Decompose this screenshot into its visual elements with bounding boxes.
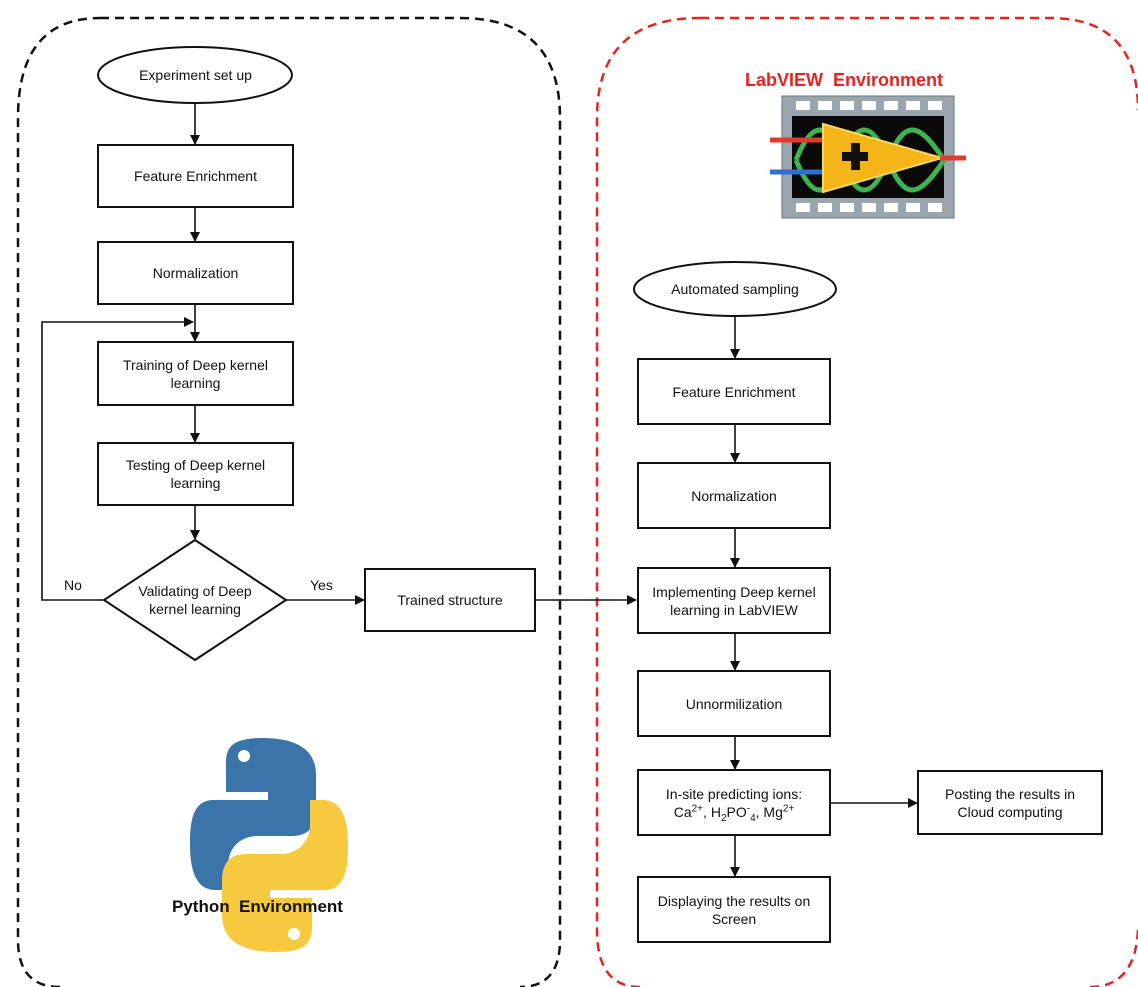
testing-node bbox=[97, 442, 294, 506]
predicting-ions-list: Ca2+, H2PO-4, Mg2+ bbox=[673, 802, 795, 824]
python-env-border bbox=[16, 16, 562, 987]
displaying-results-label: Displaying the results on Screen bbox=[657, 892, 811, 927]
experiment-setup-label: Experiment set up bbox=[139, 67, 252, 83]
feature-enrichment-label: Feature Enrichment bbox=[134, 168, 257, 184]
testing-label: Testing of Deep kernel learning bbox=[125, 457, 266, 491]
lv-feature-enrichment-label: Feature Enrichment bbox=[672, 383, 796, 400]
predicting-ions-label: In-site predicting ions: Ca2+, H2PO-4, M… bbox=[638, 770, 830, 835]
implementing-label: Implementing Deep kernel learning in Lab… bbox=[652, 583, 816, 618]
trained-structure-label: Trained structure bbox=[397, 592, 503, 608]
no-label: No bbox=[64, 577, 82, 593]
python-logo bbox=[190, 738, 348, 952]
implementing-node bbox=[637, 567, 831, 634]
normalization-label: Normalization bbox=[152, 265, 239, 281]
unnormalization-label: Unnormilization bbox=[685, 695, 783, 712]
displaying-results-node bbox=[637, 876, 831, 943]
trained-structure-node bbox=[364, 568, 536, 632]
lv-normalization-label: Normalization bbox=[691, 487, 777, 504]
training-node bbox=[97, 341, 294, 406]
yes-label: Yes bbox=[310, 577, 333, 593]
validating-label: Validating of Deep kernel learning bbox=[138, 583, 252, 617]
arrow-no-loop bbox=[41, 317, 194, 601]
posting-results-label: Posting the results in Cloud computing bbox=[945, 785, 1075, 820]
unnormalization-node bbox=[637, 670, 831, 737]
training-label: Training of Deep kernel learning bbox=[122, 356, 268, 391]
predicting-line1: In-site predicting ions: bbox=[665, 785, 803, 802]
normalization-node bbox=[97, 241, 294, 305]
predicting-ions-node bbox=[637, 769, 831, 836]
labview-env-title: LabVIEW Environment bbox=[745, 70, 944, 90]
validating-decision-node bbox=[102, 538, 288, 662]
posting-results-node bbox=[917, 770, 1103, 835]
lv-feature-enrichment-node bbox=[637, 358, 831, 425]
automated-sampling-label: Automated sampling bbox=[671, 281, 799, 297]
labview-logo bbox=[770, 95, 966, 219]
lv-normalization-node bbox=[637, 462, 831, 529]
labview-env-border bbox=[595, 16, 1138, 987]
python-env-title: Python Environment bbox=[172, 897, 343, 916]
